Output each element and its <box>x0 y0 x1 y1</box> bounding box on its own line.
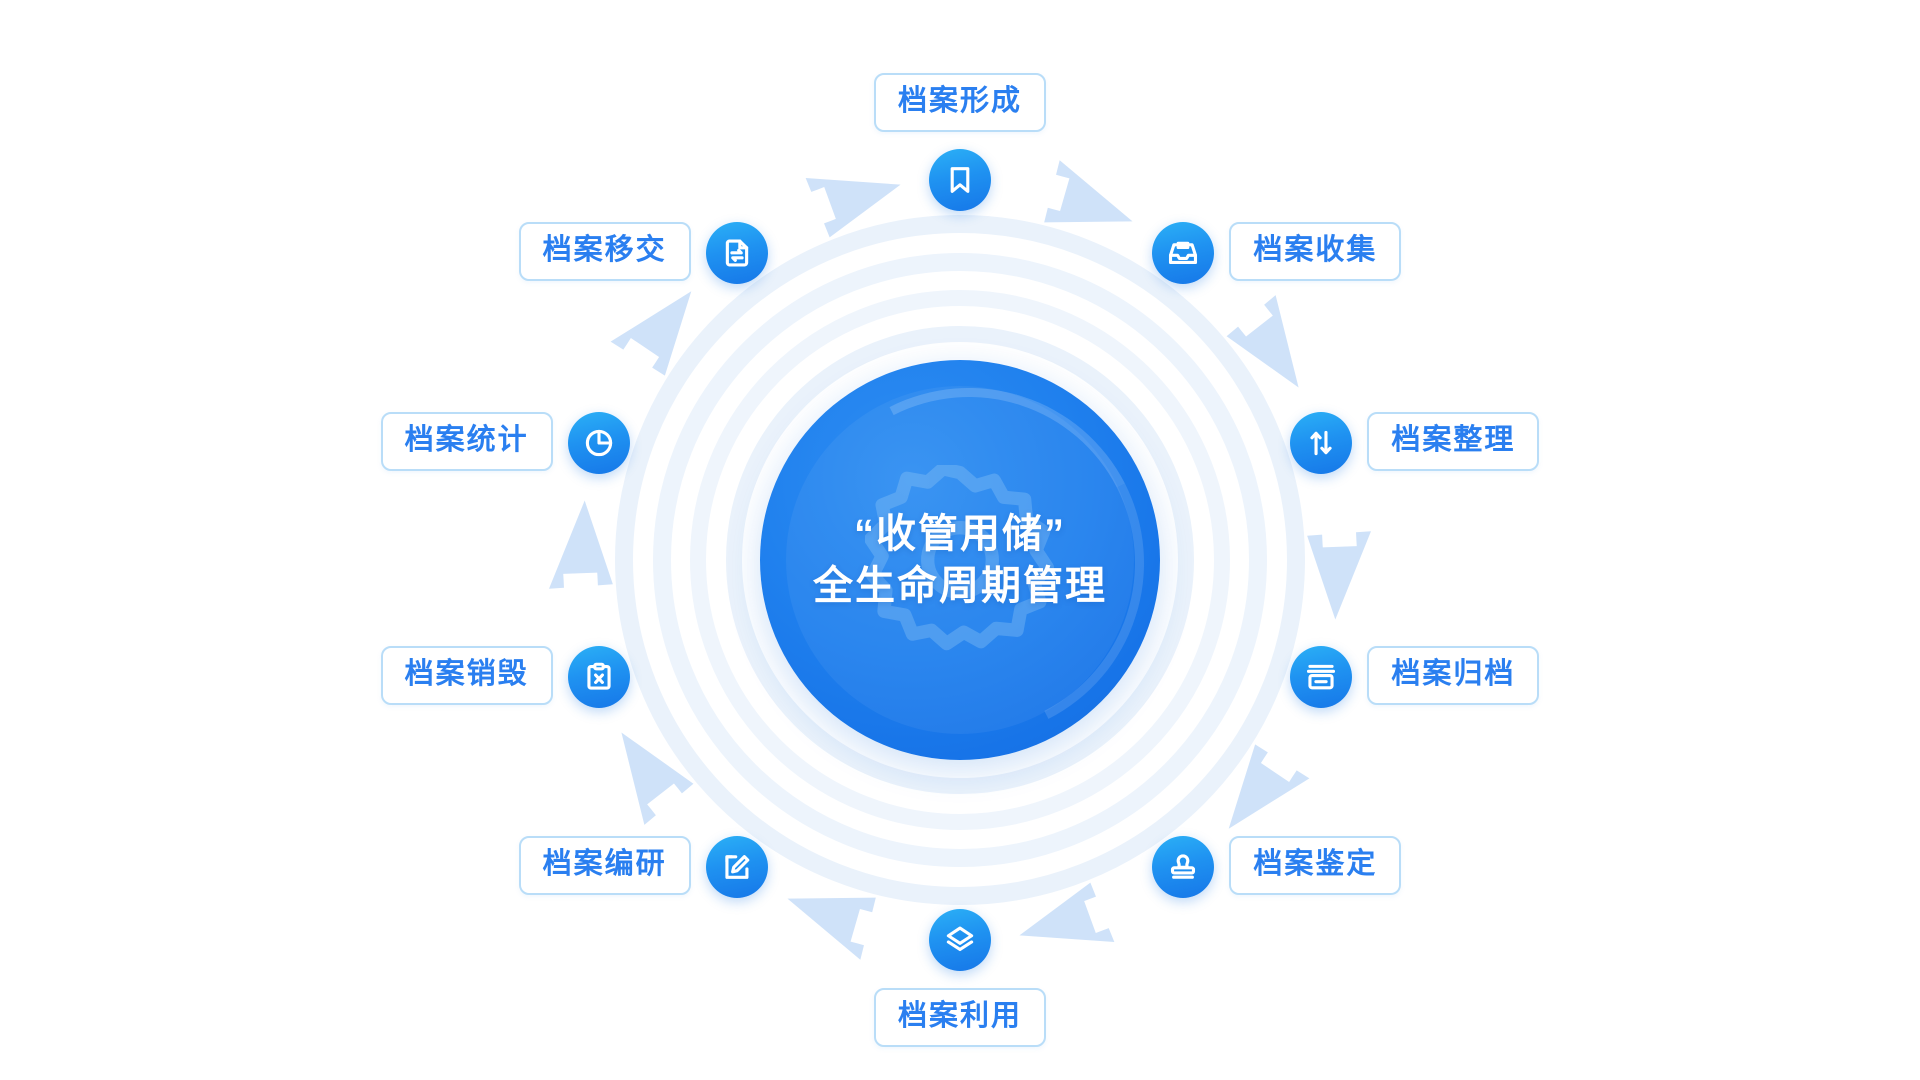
flow-arrow-segment <box>549 500 613 589</box>
pale-ring-3 <box>653 253 1267 867</box>
stage-label[interactable]: 档案整理 <box>1367 411 1540 471</box>
bookmark-icon[interactable] <box>929 149 991 211</box>
stage-label[interactable]: 档案鉴定 <box>1229 836 1402 896</box>
stage-label[interactable]: 档案编研 <box>518 836 691 896</box>
pie-chart-icon[interactable] <box>567 411 630 474</box>
gear-decoration-icon <box>865 465 1055 651</box>
pale-ring-4 <box>615 215 1305 905</box>
document-transfer-icon[interactable] <box>705 221 768 284</box>
pale-ring-1 <box>726 326 1194 794</box>
stage-label[interactable]: 档案统计 <box>380 411 553 471</box>
stamp-seal-icon[interactable] <box>1152 836 1215 899</box>
inbox-tray-icon[interactable] <box>1152 221 1215 284</box>
stage-label[interactable]: 档案销毁 <box>380 646 553 706</box>
flow-arrow-segment <box>1226 295 1299 388</box>
stage-label[interactable]: 档案归档 <box>1367 646 1540 706</box>
edit-pencil-icon[interactable] <box>705 836 768 899</box>
arrow-ring-group <box>549 160 1371 960</box>
layers-stack-icon[interactable] <box>929 909 991 971</box>
clipboard-x-icon[interactable] <box>567 646 630 709</box>
flow-arrow-segment <box>787 897 876 960</box>
stage-label[interactable]: 档案利用 <box>873 988 1047 1047</box>
stage-label[interactable]: 档案形成 <box>873 73 1047 132</box>
flow-arrow-segment <box>1228 744 1310 829</box>
flow-arrow-segment <box>621 732 694 825</box>
core-title-sub: 全生命周期管理 <box>813 564 1107 608</box>
archive-box-icon[interactable] <box>1290 646 1353 709</box>
pale-ring-2 <box>690 290 1230 830</box>
flow-arrow-segment <box>1019 882 1115 942</box>
core-inner-ring <box>786 386 1134 734</box>
core-sphere: “收管用储” 全生命周期管理 <box>760 360 1160 760</box>
sort-arrows-icon[interactable] <box>1290 411 1353 474</box>
stage-label[interactable]: 档案移交 <box>518 221 691 281</box>
flow-arrow-segment <box>610 291 692 376</box>
flow-arrow-segment <box>1307 531 1371 620</box>
flow-arrow-segment <box>1044 160 1133 223</box>
core-title-block: “收管用储” 全生命周期管理 <box>813 508 1107 612</box>
core-title-quoted: “收管用储” <box>854 512 1066 556</box>
stage-label[interactable]: 档案收集 <box>1229 221 1402 281</box>
flow-arrow-segment <box>805 178 901 238</box>
